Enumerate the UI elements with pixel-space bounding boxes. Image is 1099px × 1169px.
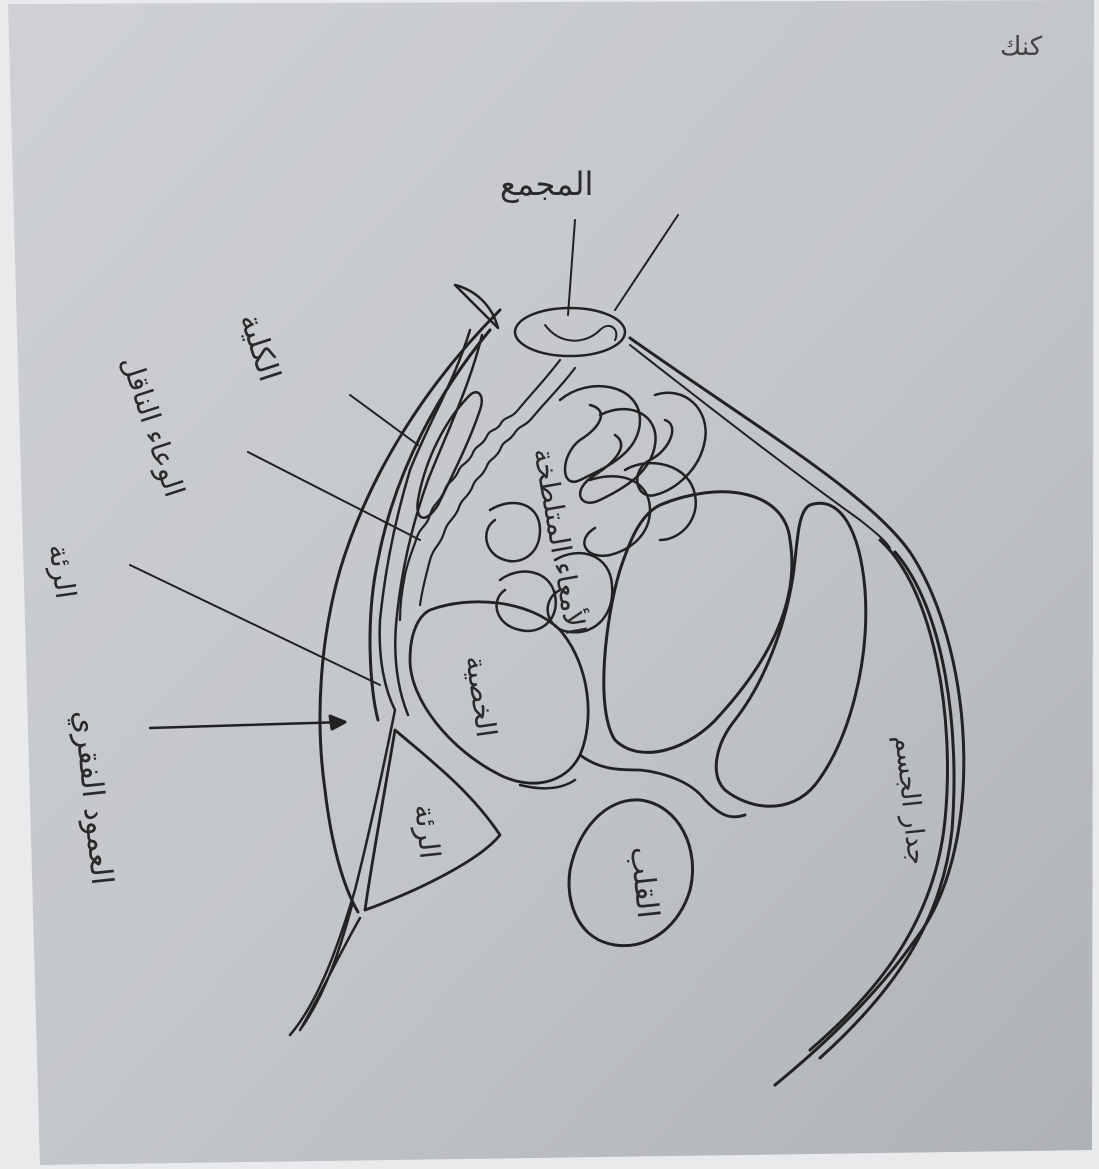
corner-mark: ﻛﻨﻚ [1000,32,1043,62]
label-liver: الرئة [408,803,447,861]
label-heart: القلب [623,845,665,920]
label-cloaca: المجمع [500,165,593,203]
